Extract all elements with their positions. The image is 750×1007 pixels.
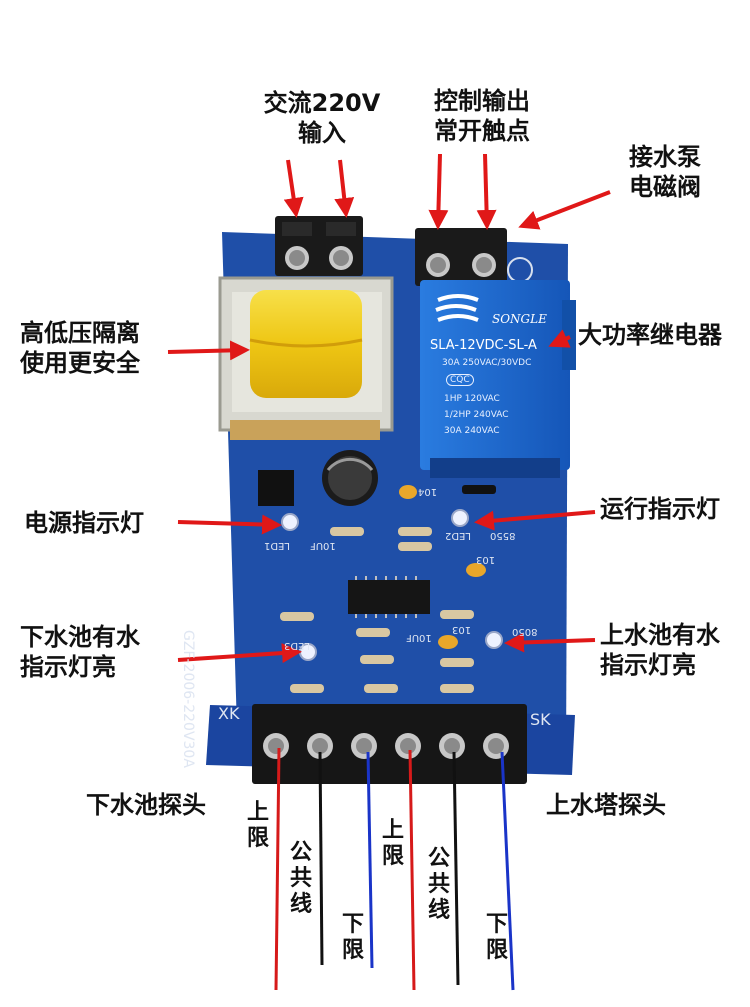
pump-valve-label: 接水泵电磁阀 — [629, 143, 701, 201]
electrolytic-capacitor — [322, 450, 378, 506]
cap2-print: 10UF — [406, 632, 432, 643]
control-output-label: 控制输出常开触点 — [434, 87, 530, 145]
relay-model: SLA-12VDC-SL-A — [430, 338, 537, 353]
q8050-print: 8050 — [512, 626, 538, 637]
ceramic-capacitors — [399, 485, 486, 649]
upper-limit-char-1: 上 — [246, 800, 269, 825]
probe-terminal-block — [252, 704, 527, 784]
c103b-print: 103 — [452, 624, 472, 635]
relay-line3: 30A 240VAC — [444, 426, 500, 436]
upper-probe-label: 上水塔探头 — [546, 791, 666, 819]
led1 — [281, 513, 299, 531]
lower-probe-label: 下水池探头 — [86, 791, 206, 819]
ic-chip — [348, 580, 430, 614]
power-led-label: 电源指示灯 — [24, 509, 144, 537]
upper-limit-label-right: 上限 — [381, 818, 404, 869]
common-wire-label-right: 公共线 — [427, 846, 450, 923]
isolation-label: 高低压隔离使用更安全 — [20, 319, 140, 377]
relay-logo-icon — [435, 294, 479, 322]
control-output-terminal — [415, 228, 507, 286]
board-model-print: GZF-2006-220V30A — [180, 630, 196, 768]
relay-line1: 1HP 120VAC — [444, 394, 500, 404]
led1-print: LED1 — [264, 540, 290, 551]
lower-limit-label-right: 下限 — [485, 912, 508, 963]
bridge-rectifier — [258, 470, 294, 506]
led2-print: LED2 — [445, 530, 471, 541]
xk-print: XK — [218, 704, 240, 723]
relay-rating: 30A 250VAC/30VDC — [442, 358, 532, 368]
run-led-label: 运行指示灯 — [600, 495, 720, 523]
annotation-arrows — [167, 153, 611, 664]
probe-wires — [274, 747, 515, 991]
upper-limit-char-2: 限 — [246, 826, 269, 851]
sk-print: SK — [530, 710, 551, 729]
ac-input-terminal — [275, 216, 363, 276]
lower-limit-label-left: 下限 — [341, 912, 364, 963]
relay-cqc: CQC — [446, 374, 474, 386]
led3-print: LED3 — [284, 640, 310, 651]
resistors — [280, 527, 474, 693]
common-wire-label-left: 公共线 — [289, 840, 312, 917]
led2 — [451, 509, 469, 527]
q8550-print: 8550 — [490, 530, 516, 541]
relay — [420, 280, 576, 478]
c104-print: 104 — [418, 486, 438, 497]
relay-label: 大功率继电器 — [578, 321, 722, 349]
diode — [462, 485, 496, 494]
chip-pins — [355, 576, 417, 618]
cap-print: 10UF — [310, 540, 336, 551]
relay-brand: SONGLE — [492, 312, 547, 326]
lower-pool-led-label: 下水池有水指示灯亮 — [20, 623, 140, 681]
relay-line2: 1/2HP 240VAC — [444, 410, 509, 420]
transformer — [218, 276, 394, 440]
c103a-print: 103 — [476, 554, 496, 565]
upper-pool-led-label: 上水池有水指示灯亮 — [600, 621, 720, 679]
led4 — [485, 631, 503, 649]
upper-limit-label-left: 上限 — [245, 800, 271, 852]
